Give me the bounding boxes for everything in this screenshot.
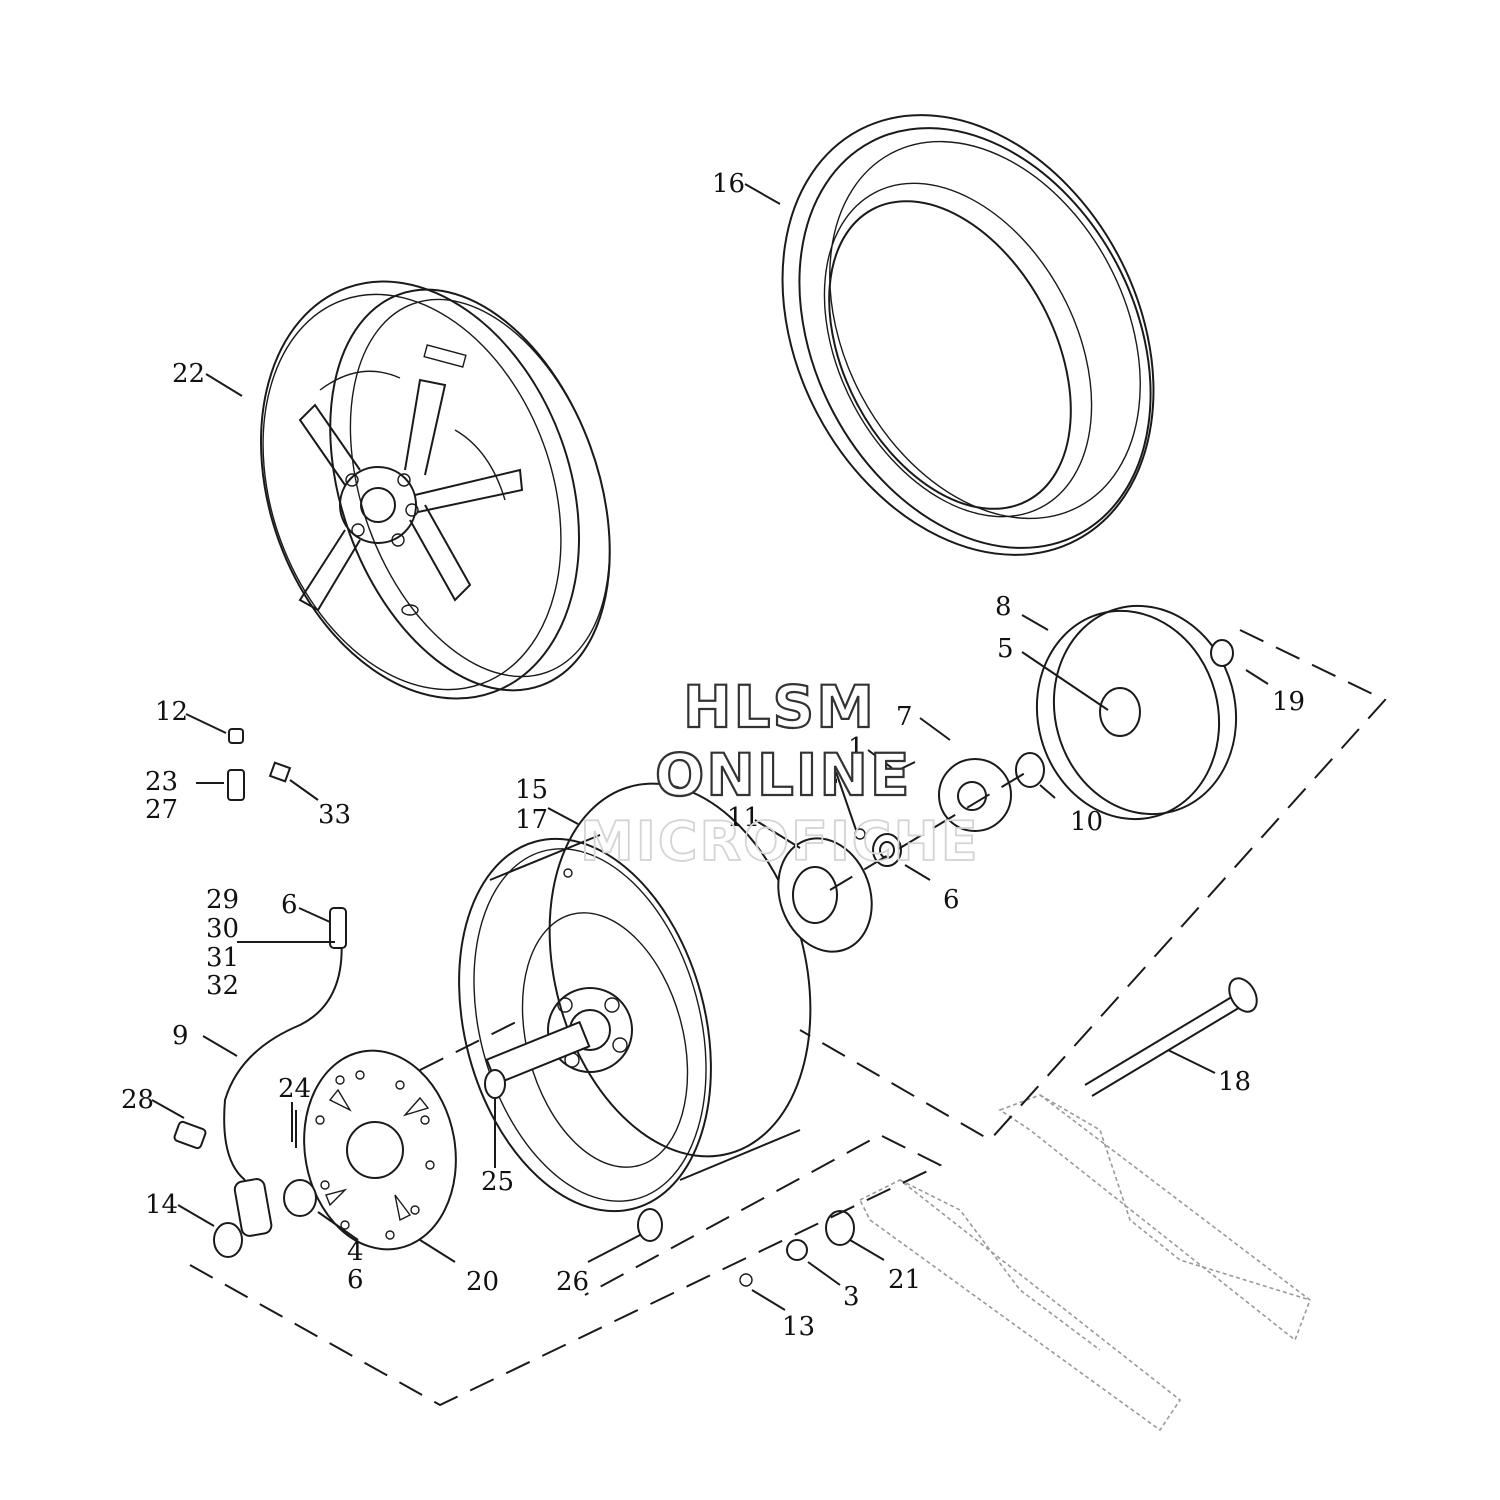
callout-18: 17: [515, 805, 548, 835]
callout-17: 16: [712, 169, 745, 199]
callout-21: 20: [466, 1267, 499, 1297]
callout-23: 22: [172, 359, 205, 389]
callout-30: 29: [206, 885, 239, 915]
callout-34: 33: [318, 800, 351, 830]
callout-24: 23: [145, 767, 178, 797]
callout-5: 5: [997, 634, 1014, 664]
watermark-line-2: ONLINE: [655, 741, 912, 809]
callout-11: 10: [1070, 807, 1103, 837]
callout-27: 26: [556, 1267, 589, 1297]
callout-10: 9: [172, 1021, 189, 1051]
callout-32: 31: [206, 943, 239, 973]
brake-disc-drawing: [303, 1049, 457, 1251]
callout-16: 15: [515, 775, 548, 805]
callout-33: 32: [206, 971, 239, 1001]
watermark-line-1: HLSM: [683, 673, 876, 741]
callout-20: 19: [1272, 687, 1305, 717]
callout-25: 24: [278, 1074, 311, 1104]
callout-26: 25: [481, 1167, 514, 1197]
callout-9: 8: [995, 592, 1012, 622]
callout-19: 18: [1218, 1067, 1251, 1097]
watermark: HLSM ONLINE MICROFICHE: [579, 672, 980, 874]
callout-6-lower: 6: [347, 1265, 364, 1295]
callout-31: 30: [206, 914, 239, 944]
callout-28: 27: [145, 795, 178, 825]
callout-29: 28: [121, 1085, 154, 1115]
callout-14: 13: [782, 1312, 815, 1342]
callout-15: 14: [145, 1190, 178, 1220]
watermark-line-3: MICROFICHE: [580, 810, 980, 873]
cast-wheel-drawing: [260, 280, 611, 700]
callout-labels: 16 22 8 5 19 7 1 2 11 10 6 15 17 12 23 2…: [121, 169, 1305, 1342]
callout-12: 11: [727, 803, 760, 833]
callout-13: 12: [155, 697, 188, 727]
callout-22: 21: [888, 1265, 921, 1295]
callout-2: 2: [823, 760, 840, 790]
small-parts: [173, 604, 1311, 1432]
callout-1: 1: [848, 733, 865, 763]
callout-6-upper: 6: [943, 885, 960, 915]
callout-4: 4: [347, 1237, 364, 1267]
callout-3: 3: [843, 1282, 860, 1312]
leader-lines: [151, 183, 1269, 1311]
assembly-outline: [189, 629, 1387, 1407]
tire-drawing: [781, 114, 1155, 556]
callout-7: 6: [281, 890, 298, 920]
callout-8: 7: [896, 702, 913, 732]
